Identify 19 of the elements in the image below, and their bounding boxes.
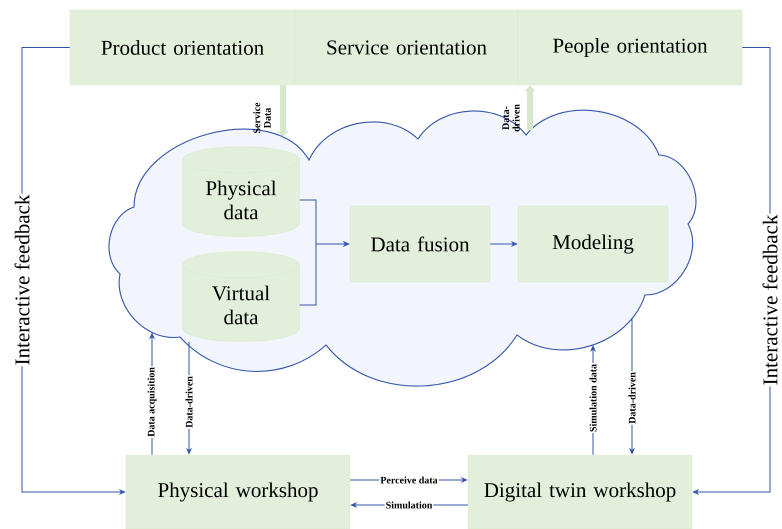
edge-label: Simulation data	[588, 362, 598, 434]
orientation-box: People orientation	[518, 10, 742, 86]
edge-label: Simulation	[384, 500, 434, 510]
data-cylinder: Virtual data	[182, 251, 300, 342]
edge-label: Perceive data	[379, 475, 439, 484]
edge-label: Data-driven	[627, 371, 637, 425]
edge-label: Interactive feedback	[762, 214, 778, 386]
data-cylinder: Physical data	[182, 146, 300, 237]
orientation-box: Product orientation	[70, 10, 296, 86]
edge-label: Service Data	[253, 102, 271, 133]
process-box: Data fusion	[350, 206, 490, 282]
edge-label: Data-driven	[502, 104, 520, 132]
edge-label: Data acquisition	[146, 366, 158, 438]
workshop-box: Physical workshop	[126, 454, 350, 529]
process-box: Modeling	[518, 206, 668, 282]
edge-label: Interactive feedback	[14, 194, 30, 366]
edge-label: Data-driven	[184, 375, 194, 429]
orientation-box: Service orientation	[294, 10, 518, 86]
workshop-box: Digital twin workshop	[468, 454, 692, 529]
